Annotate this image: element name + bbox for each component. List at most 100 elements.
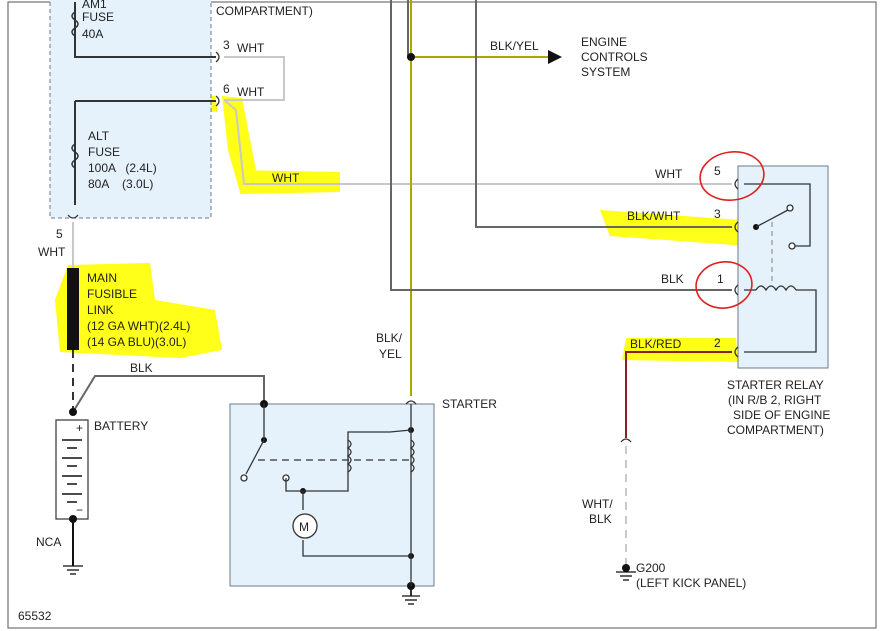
wire-wht-to-relay — [223, 99, 732, 185]
starter-solenoid-wire — [285, 429, 412, 492]
fuse-block-box — [49, 0, 212, 219]
relay-pin5-wire-label: WHT — [655, 167, 683, 181]
alt-fuse-symbol — [71, 143, 79, 169]
pin6-wire-label: WHT — [237, 85, 265, 99]
alt-fuse-label-4: 80A (3.0L) — [88, 177, 153, 191]
fusible-link-body — [67, 268, 79, 350]
g200-ground-icon — [616, 571, 636, 581]
wire-blk-to-relay-pin1 — [390, 0, 732, 291]
relay-connector-pin1 — [734, 284, 739, 296]
am1-fuse-label-2: FUSE — [82, 10, 114, 24]
pin6-number: 6 — [223, 82, 230, 96]
fusible-link-label-5: (14 GA BLU)(3.0L) — [87, 335, 186, 349]
connector-pin6 — [215, 95, 220, 107]
relay-connector-pin3 — [734, 221, 739, 233]
fusible-link-label-1: MAIN — [87, 271, 117, 285]
wht-blk-label-1: WHT/ — [582, 497, 613, 511]
battery-ground-icon — [63, 565, 83, 575]
starter-switch-wire — [245, 404, 265, 475]
wire-blk-red — [625, 351, 732, 438]
blk-starter-label: BLK — [130, 361, 153, 375]
am1-fuse-label-1: AM1 — [82, 0, 107, 11]
wire-wht-loop — [224, 56, 285, 101]
starter-coil-1 — [346, 439, 352, 473]
relay-contact-1 — [786, 204, 794, 212]
arrow-engine-controls — [548, 50, 562, 64]
starter-motor-label: M — [299, 520, 309, 534]
blk-yel-vertical-label-2: YEL — [379, 347, 402, 361]
relay-pin3-wire-label: BLK/WHT — [627, 209, 681, 223]
starter-ground-icon — [402, 595, 420, 605]
starter-motor-symbol — [292, 513, 318, 539]
fusible-link-label-4: (12 GA WHT)(2.4L) — [87, 319, 190, 333]
ground-symbols — [63, 565, 636, 605]
relay-internals — [744, 183, 817, 353]
fusible-link-label-3: LINK — [87, 303, 114, 317]
relay-switch-arm — [755, 209, 789, 228]
battery-minus-sign: − — [76, 503, 83, 517]
blk-yel-vertical-label-1: BLK/ — [376, 331, 403, 345]
wht-blk-label-2: BLK — [589, 512, 612, 526]
ground-wire-connector — [620, 438, 632, 443]
am1-fuse-label-3: 40A — [82, 27, 103, 41]
engine-controls-label-1: ENGINE — [581, 35, 627, 49]
circle-relay-pin1 — [695, 261, 753, 309]
pin3-number: 3 — [223, 38, 230, 52]
diagram-id: 65532 — [18, 609, 52, 623]
wires — [72, 0, 732, 596]
battery-body — [55, 419, 89, 520]
relay-pin1-wire-label: BLK — [661, 272, 684, 286]
engine-controls-label-3: SYSTEM — [581, 65, 630, 79]
relay-pin5-wire — [744, 183, 811, 247]
wire-to-pin3 — [74, 38, 216, 58]
highlight-fusible-link — [55, 263, 222, 358]
starter-internals — [240, 404, 415, 586]
wire-blk-wht-to-relay-pin3 — [475, 0, 732, 228]
circle-relay-pin5 — [699, 151, 765, 201]
relay-pin2-number: 2 — [714, 336, 721, 350]
alt-fuse-label-3: 100A (2.4L) — [88, 161, 157, 175]
red-annotation-circles — [695, 151, 765, 309]
relay-coil — [755, 285, 797, 292]
highlight-blk-red — [622, 338, 738, 362]
relay-label-2: (IN R/B 2, RIGHT — [728, 393, 822, 407]
battery-label: BATTERY — [94, 419, 148, 433]
am1-fuse-symbol — [71, 11, 79, 37]
relay-pin1-number: 1 — [717, 272, 724, 286]
relay-label-1: STARTER RELAY — [727, 378, 824, 392]
relay-connector-pin5 — [734, 178, 739, 190]
battery-plus-sign: + — [76, 421, 83, 435]
starter-switch-contact — [240, 474, 248, 482]
starter-connector — [405, 400, 417, 405]
starter-relay-box — [737, 165, 829, 369]
connector-pin3 — [215, 51, 220, 63]
relay-connector-pin2 — [734, 346, 739, 358]
engine-controls-label-2: CONTROLS — [581, 50, 648, 64]
ground-label: G200 — [636, 561, 666, 575]
pin5-number: 5 — [56, 227, 63, 241]
alt-fuse-label-2: FUSE — [88, 145, 120, 159]
relay-coil-return — [744, 289, 817, 353]
relay-contact-2 — [788, 242, 796, 250]
wht-to-relay-label: WHT — [272, 171, 300, 185]
connector-pin5 — [67, 214, 79, 219]
fuse-block-compartment-label: COMPARTMENT) — [216, 4, 313, 18]
highlight-wht-wire — [238, 170, 340, 194]
battery-cells — [62, 439, 82, 503]
relay-pin3-number: 3 — [714, 207, 721, 221]
highlighter-marks — [55, 96, 758, 362]
relay-label-3: SIDE OF ENGINE — [733, 408, 830, 422]
pin5-wire-label: WHT — [38, 245, 66, 259]
fusible-link-label-2: FUSIBLE — [87, 287, 137, 301]
wire-blk-battery-starter — [72, 375, 265, 413]
battery-nca-label: NCA — [36, 535, 61, 549]
diagram-frame — [7, 1, 877, 629]
alt-fuse-label-1: ALT — [88, 129, 110, 143]
connectors — [67, 51, 739, 443]
blk-yel-horizontal-label: BLK/YEL — [490, 39, 539, 53]
relay-pin2-wire-label: BLK/RED — [630, 337, 682, 351]
starter-label: STARTER — [442, 397, 497, 411]
pin3-wire-label: WHT — [237, 41, 265, 55]
ground-sublabel: (LEFT KICK PANEL) — [636, 576, 746, 590]
